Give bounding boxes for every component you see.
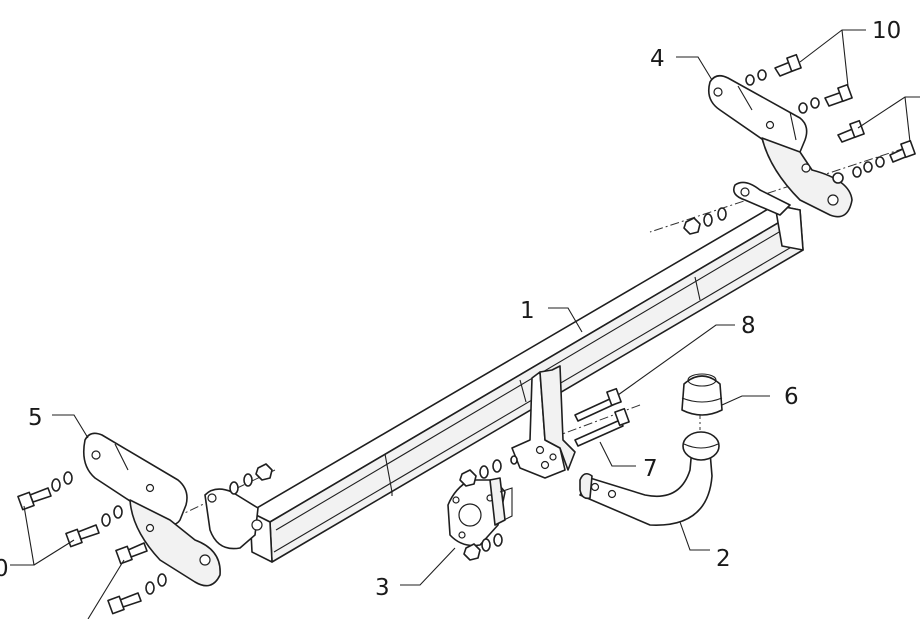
bolt-set-top-1 [745,53,802,86]
callout-1: 1 [520,298,535,324]
bolt-set-right-2 [832,139,916,184]
nuts-beam-left [229,463,273,495]
callout-8: 8 [741,313,756,339]
right-bracket [707,74,853,218]
fasteners [17,53,916,615]
callout-6: 6 [784,384,799,410]
bolt-set-left-4 [107,573,167,615]
center-bracket [511,365,576,479]
bolt-set-left-2 [65,505,123,548]
left-bracket [82,432,221,587]
callout-4: 4 [650,46,665,72]
bolt-set-top-2 [798,83,853,114]
ball-cap [681,373,723,416]
nuts-center [459,455,518,561]
callout-7: 7 [643,456,658,482]
nuts-beam-right [683,207,727,235]
callout-10-left: 0 [0,556,9,582]
socket-plate [447,477,513,547]
beam-left-end-plate [204,488,263,550]
ball-bar [579,431,720,526]
bolt-set-left-1 [17,471,73,511]
callout-3: 3 [375,575,390,601]
beam-right-end-plate [732,181,791,216]
callout-10-top: 10 [872,18,901,44]
bolt-set-right-1 [837,119,865,143]
bolt-set-left-3 [115,542,148,565]
callout-5: 5 [28,405,43,431]
callout-2: 2 [716,546,731,572]
callout-labels: 1 2 3 4 5 6 7 8 10 0 [0,18,901,601]
leader-lines [10,29,920,620]
bolts-center [574,387,630,447]
